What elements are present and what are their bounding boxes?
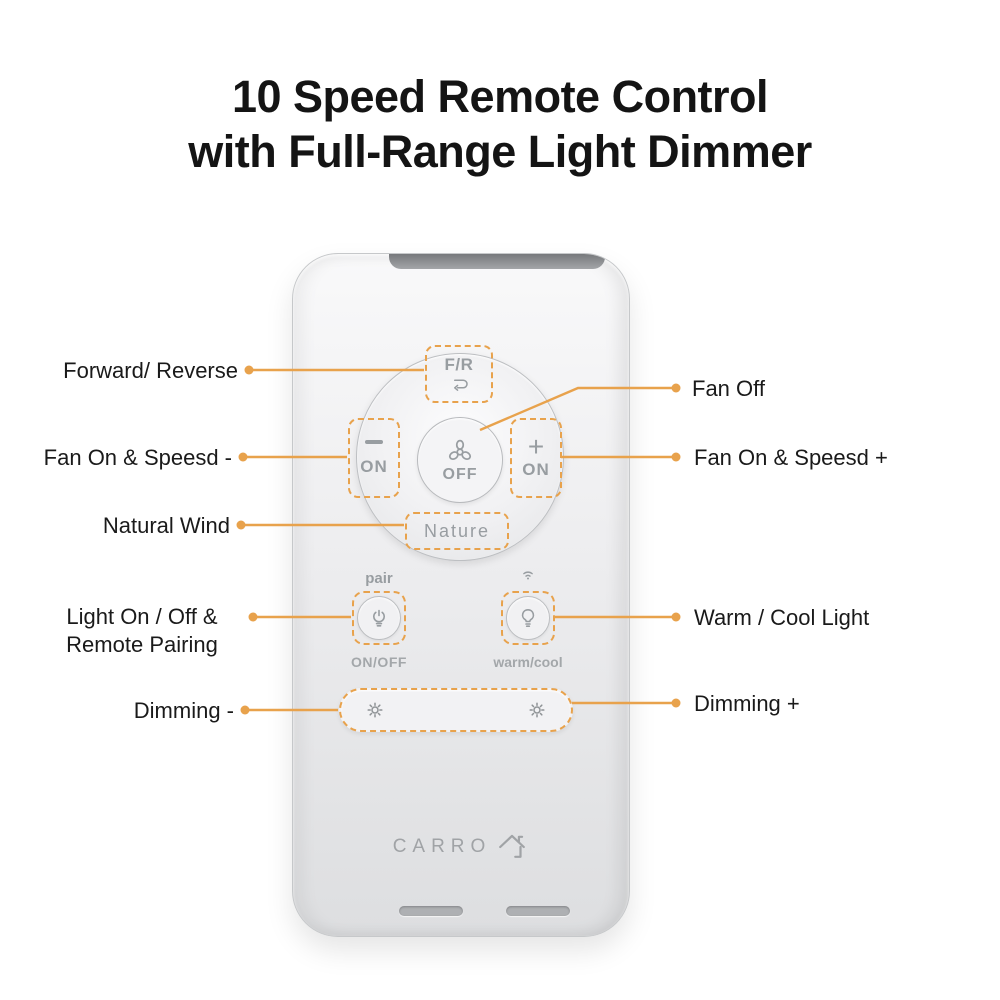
pair-label: pair: [365, 570, 393, 587]
dot-forward-reverse: [244, 365, 254, 375]
callout-light-pair-line1: Light On / Off &: [66, 604, 218, 629]
callout-dimming-minus: Dimming -: [133, 698, 234, 723]
dot-fan-on-minus: [238, 452, 248, 462]
remote-body: F/R ON OFF +: [292, 253, 630, 937]
onoff-label: ON/OFF: [351, 654, 407, 670]
callout-warm-cool-light: Warm / Cool Light: [694, 605, 870, 630]
forward-reverse-button: F/R: [425, 345, 493, 403]
title-line-2: with Full-Range Light Dimmer: [188, 125, 812, 177]
house-logo-icon: [499, 834, 526, 858]
page-title: 10 Speed Remote Control with Full-Range …: [0, 70, 1000, 180]
callout-natural-wind: Natural Wind: [102, 513, 230, 538]
brand-logo: CARRO: [293, 830, 629, 864]
bottom-slot-left: [399, 906, 463, 916]
remote-top-notch: [389, 254, 605, 269]
fan-speed-minus-button: ON: [348, 418, 400, 498]
dim-plus-sun-icon: [529, 702, 545, 718]
bottom-slot-right: [506, 906, 570, 916]
brand-name: CARRO: [392, 836, 492, 857]
nature-label: Nature: [423, 520, 491, 541]
pair-round-button: [357, 596, 401, 640]
dot-dimming-plus: [671, 698, 681, 708]
fr-label: F/R: [444, 355, 474, 374]
callout-forward-reverse: Forward/ Reverse: [63, 358, 238, 383]
dot-fan-on-plus: [671, 452, 681, 462]
on-plus-label: ON: [522, 459, 550, 479]
callout-fan-on-speed-plus: Fan On & Speesd +: [694, 445, 888, 470]
minus-icon: [365, 439, 383, 444]
light-onoff-pair-button: [352, 591, 406, 645]
dot-natural-wind: [236, 520, 246, 530]
power-icon: [373, 609, 385, 627]
warmcool-label: warm/cool: [493, 654, 563, 670]
bulb-icon: [521, 608, 535, 627]
off-label: OFF: [442, 465, 478, 483]
plus-icon: +: [527, 430, 545, 462]
wireless-signal-icon: [523, 571, 533, 580]
dim-minus-sun-icon: [367, 702, 383, 718]
dot-light-pair: [248, 612, 258, 622]
dot-fan-off: [671, 383, 681, 393]
dimming-bar: [339, 688, 573, 732]
callout-dimming-plus: Dimming +: [694, 691, 800, 716]
fan-off-button: OFF: [417, 417, 503, 503]
dot-warm-cool: [671, 612, 681, 622]
fan-speed-plus-button: + ON: [510, 418, 562, 498]
dot-dimming-minus: [240, 705, 250, 715]
callout-light-pair-line2: Remote Pairing: [66, 632, 218, 657]
on-minus-label: ON: [360, 456, 388, 476]
warm-cool-button: [501, 591, 555, 645]
nature-button: Nature: [405, 512, 509, 550]
title-line-1: 10 Speed Remote Control: [231, 71, 769, 122]
callout-fan-off: Fan Off: [692, 376, 765, 401]
rotation-loop-icon: [453, 379, 468, 391]
callout-fan-on-speed-minus: Fan On & Speesd -: [43, 445, 232, 470]
fan-icon: [448, 439, 472, 460]
warmcool-round-button: [506, 596, 550, 640]
callout-light-pair: Light On / Off & Remote Pairing: [46, 603, 238, 659]
